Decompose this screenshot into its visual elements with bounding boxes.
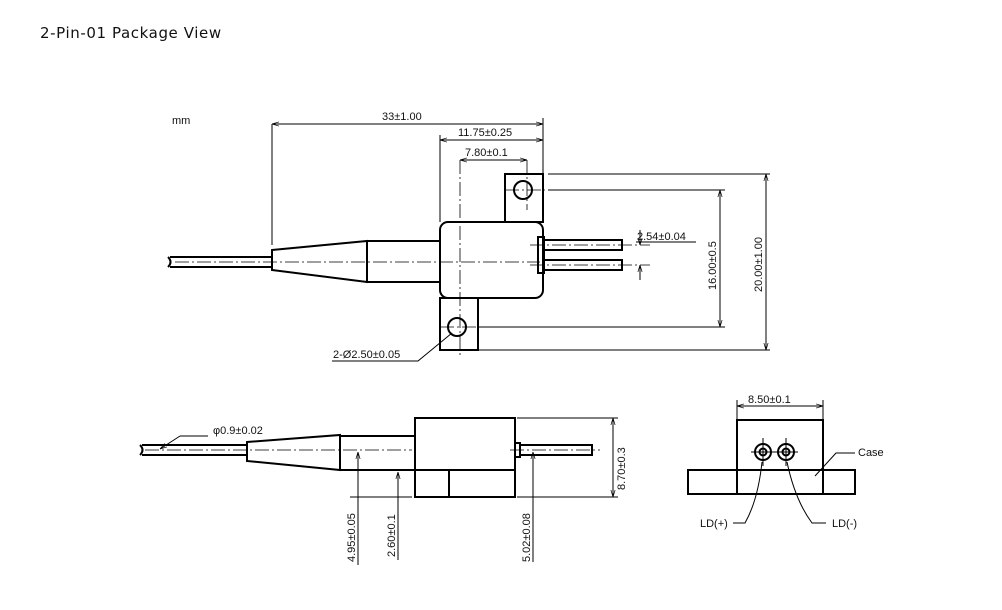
dim-hole-spacing: 16.00±0.5 [707, 241, 719, 290]
label-ld-plus: LD(+) [700, 518, 728, 530]
front-view: 8.50±0.1 Case LD(+) LD(-) [687, 394, 884, 530]
dim-overall-width: 20.00±1.00 [753, 237, 765, 292]
dim-hole-offset: 7.80±0.1 [465, 147, 508, 159]
dim-pin-height: 5.02±0.08 [521, 513, 533, 562]
fiber [167, 256, 272, 268]
taper [271, 239, 368, 284]
dim-pin-pitch: 2.54±0.04 [637, 231, 686, 243]
dim-holes: 2-Ø2.50±0.05 [333, 349, 400, 361]
boot [366, 240, 441, 283]
label-case: Case [858, 447, 884, 459]
unit-label: mm [172, 115, 190, 127]
dim-fiber-diameter: φ0.9±0.02 [213, 425, 263, 437]
body [439, 221, 544, 299]
page-title: 2-Pin-01 Package View [40, 24, 222, 42]
label-ld-minus: LD(-) [832, 518, 857, 530]
top-view: 33±1.00 11.75±0.25 7.80±0.1 16.00±0.5 20… [167, 111, 770, 362]
dim-fiber-axis-height: 4.95±0.05 [346, 513, 358, 562]
side-view: 8.70±0.3 4.95±0.05 2.60±0.1 5.02±0.08 φ0… [139, 417, 628, 565]
dim-height: 8.70±0.3 [616, 447, 628, 490]
top-tab [504, 173, 544, 223]
dim-flange-height: 2.60±0.1 [386, 514, 398, 557]
bottom-tab [439, 297, 479, 351]
dim-overall-length: 33±1.00 [382, 111, 422, 123]
dim-front-width: 8.50±0.1 [748, 394, 791, 406]
dim-body-length: 11.75±0.25 [458, 127, 512, 139]
